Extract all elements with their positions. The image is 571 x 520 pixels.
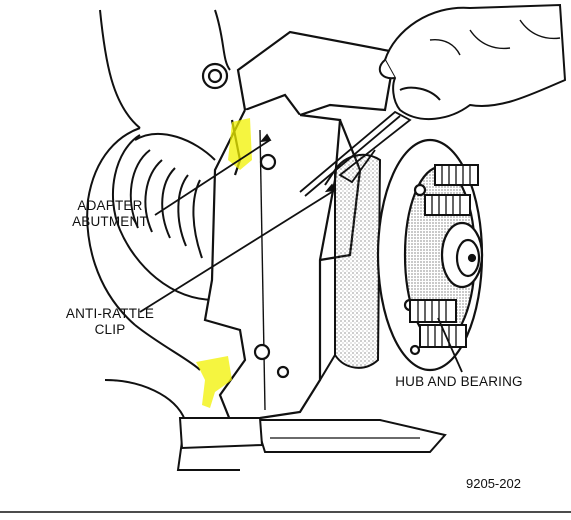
cv-boot	[112, 132, 216, 301]
figure-number: 9205-202	[466, 476, 521, 491]
adapter-abutment-line-2: ABUTMENT	[72, 214, 148, 229]
abutment-highlights	[196, 118, 252, 408]
wheel-stud-top	[434, 164, 479, 186]
leader-lines	[139, 133, 463, 373]
caliper-lower-foot	[178, 417, 447, 453]
wheel-stud-upper	[424, 194, 471, 216]
adapter-abutment-line-1: ADAPTER	[77, 198, 143, 213]
wheel-stud-bottom	[419, 324, 467, 348]
hub-and-bearing-label: HUB AND BEARING	[395, 374, 523, 389]
adapter-abutment-label: ADAPTER ABUTMENT	[62, 198, 158, 230]
anti-rattle-clip-line-2: CLIP	[94, 322, 126, 337]
hand	[378, 3, 567, 121]
upper-abutment-highlight	[228, 118, 252, 170]
leader-adapter-abutment	[154, 139, 271, 216]
wheel-studs	[409, 164, 479, 348]
anti-rattle-clip-line-1: ANTI-RATTLE	[65, 306, 155, 321]
wheel-stud-lower	[409, 299, 457, 323]
anti-rattle-clip-wire	[299, 110, 412, 197]
lower-abutment-highlight	[196, 356, 232, 408]
leader-anti-rattle-clip	[139, 189, 336, 313]
anti-rattle-clip-label: ANTI-RATTLE CLIP	[60, 306, 160, 338]
leader-hub-and-bearing	[437, 317, 463, 373]
